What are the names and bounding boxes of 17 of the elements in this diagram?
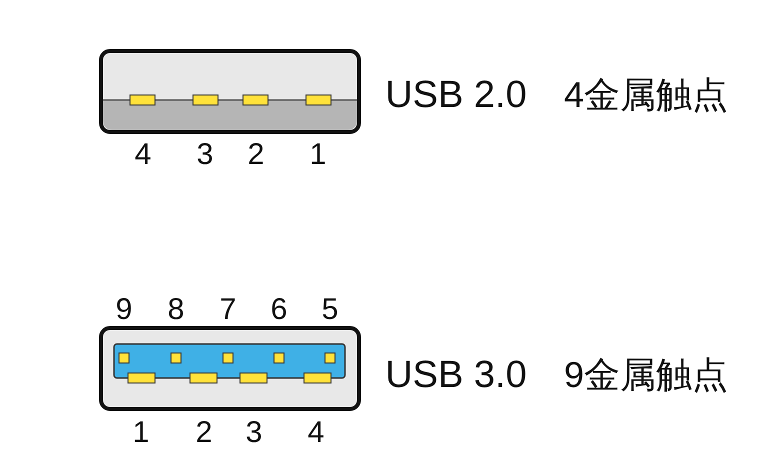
pin-number: 1	[132, 418, 150, 448]
pin-number: 3	[196, 140, 214, 170]
pin-number: 2	[196, 418, 212, 448]
connector-label: 9金属触点	[564, 357, 728, 393]
pin-number: 4	[134, 140, 152, 170]
pin-number: 7	[220, 295, 236, 325]
connector-label: 4金属触点	[564, 77, 728, 113]
pin-number: 6	[270, 295, 288, 325]
pin-number: 8	[168, 295, 184, 325]
pin-number: 5	[322, 295, 338, 325]
pin-number: 3	[246, 418, 262, 448]
pin-number: 9	[116, 295, 132, 325]
pin-number: 2	[248, 140, 264, 170]
connector-label: USB 3.0	[385, 356, 527, 394]
connector-label: USB 2.0	[385, 76, 527, 114]
pin-number: 1	[310, 140, 326, 170]
pin-number: 4	[308, 418, 324, 448]
